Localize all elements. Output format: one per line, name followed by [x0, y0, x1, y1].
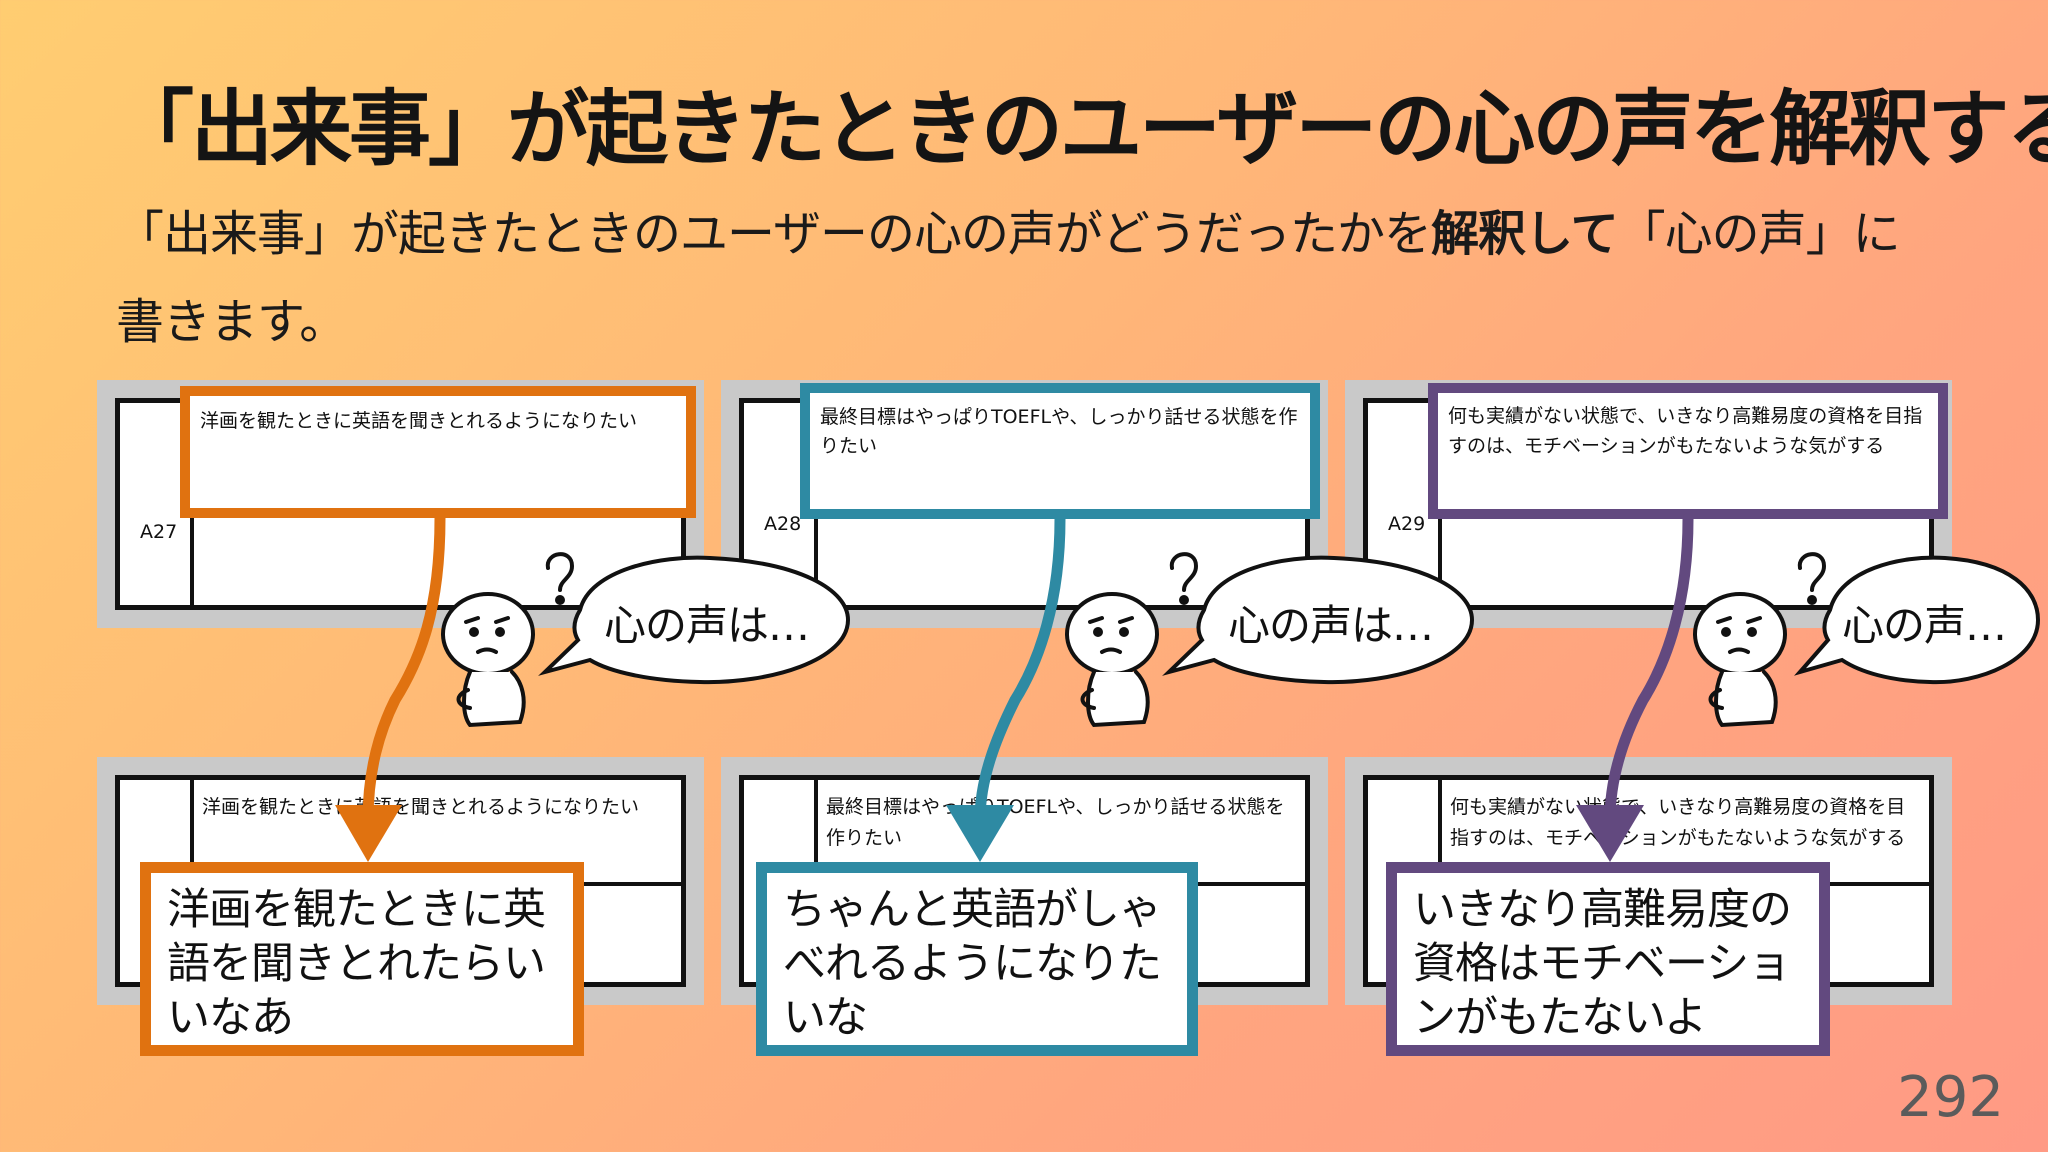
event-text-copy: 何も実績がない状態で、いきなり高難易度の資格を目指すのは、モチベーションがもたな…	[1450, 796, 1906, 849]
event-id: A27	[140, 521, 178, 543]
event-id: A28	[764, 513, 802, 535]
inner-voice-box-2: ちゃんと英語がしゃべれるようになりたいな	[756, 862, 1198, 1056]
speech-bubble-text-2: 心の声は…	[1228, 601, 1434, 650]
event-text-copy: 最終目標はやっぱりTOEFLや、しっかり話せる状態を作りたい	[826, 796, 1285, 849]
event-text-copy: 洋画を観たときに英語を聞きとれるようになりたい	[202, 796, 640, 818]
speech-bubble-2	[1162, 555, 1475, 685]
arrow-2	[974, 513, 1066, 826]
arrow-head-1	[335, 805, 402, 862]
inner-voice-box-3: いきなり高難易度の資格はモチベーションがもたないよ	[1386, 862, 1830, 1056]
event-text: 洋画を観たときに英語を聞きとれるようになりたい	[200, 410, 638, 432]
thinking-person-icon	[1693, 552, 1827, 728]
speech-bubble-1	[538, 555, 851, 685]
page-title: 「出来事」が起きたときのユーザーの心の声を解釈する	[112, 82, 2048, 177]
subtitle-part1: 「出来事」が起きたときのユーザーの心の声がどうだったかを	[116, 206, 1432, 262]
page-number: 292	[1897, 1065, 2004, 1130]
inner-voice-box-1: 洋画を観たときに英語を聞きとれたらいいなあ	[140, 862, 584, 1056]
subtitle-part2: 「心の声」に書きます。	[116, 206, 1901, 350]
event-text: 何も実績がない状態で、いきなり高難易度の資格を目指すのは、モチベーションがもたな…	[1448, 405, 1923, 457]
event-text: 最終目標はやっぱりTOEFLや、しっかり話せる状態を作りたい	[820, 406, 1298, 457]
speech-bubble-text-1: 心の声は…	[604, 601, 810, 650]
subtitle-bold: 解釈して	[1431, 206, 1619, 262]
arrow-1	[362, 512, 446, 826]
arrow-head-2	[946, 805, 1014, 862]
speech-bubble-3	[1794, 555, 2041, 685]
page-subtitle: 「出来事」が起きたときのユーザーの心の声がどうだったかを解釈して「心の声」に書き…	[116, 190, 1946, 366]
arrow-head-3	[1576, 805, 1644, 862]
event-id: A29	[1388, 513, 1426, 535]
thinking-person-icon	[441, 552, 575, 728]
arrow-3	[1604, 513, 1694, 826]
thinking-person-icon	[1065, 552, 1199, 728]
speech-bubble-text-3: 心の声…	[1842, 601, 2007, 650]
